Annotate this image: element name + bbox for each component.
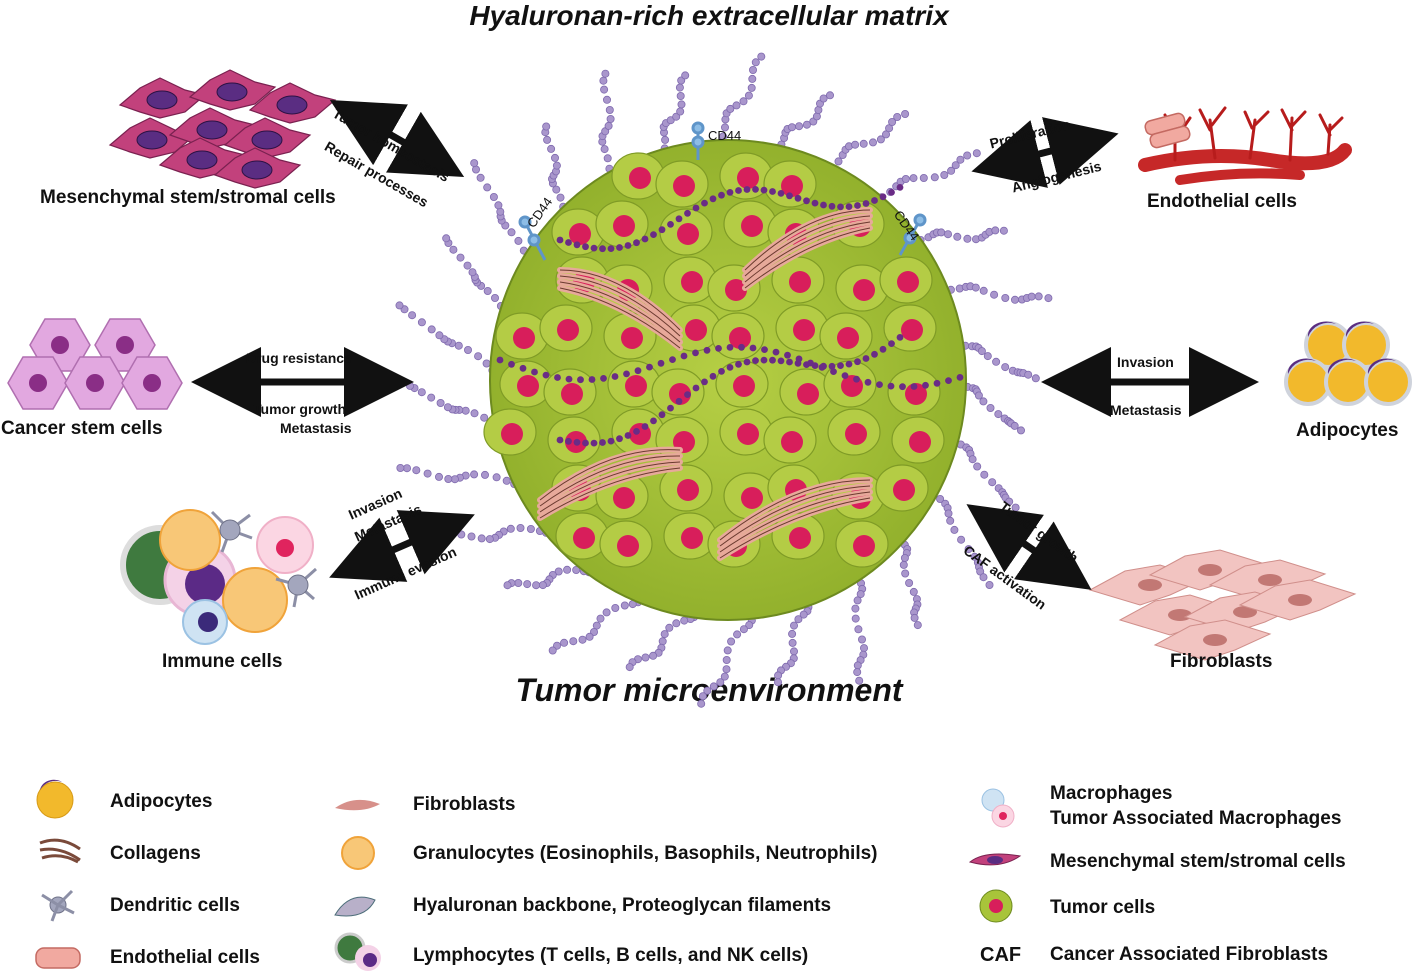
label-msc: Mesenchymal stem/stromal cells	[40, 187, 336, 208]
legend-hyaluronan-backbone: Hyaluronan backbone, Proteoglycan filame…	[413, 895, 832, 916]
endothelial-illustration	[1138, 106, 1352, 185]
label-immune-cells: Immune cells	[162, 651, 283, 672]
label-adipocytes: Adipocytes	[1296, 420, 1399, 441]
arrow-label-drug-resistance: Drug resistance	[246, 350, 352, 366]
legend-granulocytes: Granulocytes (Eosinophils, Basophils, Ne…	[413, 843, 878, 864]
legend-icons	[35, 779, 1022, 971]
cd44-label-top: CD44	[708, 128, 742, 143]
arrow-label-metastasis-adipo: Metastasis	[1110, 402, 1182, 418]
cd44-receptors	[518, 121, 927, 261]
legend-lymphocytes: Lymphocytes (T cells, B cells, and NK ce…	[413, 945, 809, 966]
collagen-bundles	[537, 207, 873, 561]
hyaluronan-strands	[496, 184, 964, 447]
legend-caf-abbr: CAF	[980, 944, 1022, 966]
arrow-label-invasion-adipo: Invasion	[1117, 354, 1174, 370]
label-fibroblasts: Fibroblasts	[1170, 651, 1273, 672]
legend-adipocytes: Adipocytes	[110, 791, 213, 812]
tumor-mass	[483, 139, 967, 621]
fibroblasts-illustration	[1088, 549, 1357, 661]
legend-msc: Mesenchymal stem/stromal cells	[1050, 851, 1346, 872]
label-endothelial: Endothelial cells	[1147, 191, 1297, 212]
legend-fibroblasts: Fibroblasts	[413, 794, 516, 815]
legend-collagens: Collagens	[110, 843, 201, 864]
legend-macrophages: Macrophages	[1050, 783, 1173, 804]
legend-tumor-cells: Tumor cells	[1050, 897, 1156, 918]
arrow-label-tumor-growth-csc: Tumor growth	[253, 401, 347, 417]
figure-title-top: Hyaluronan-rich extracellular matrix	[469, 0, 949, 31]
legend-dendritic-cells: Dendritic cells	[110, 895, 240, 916]
legend-endothelial-cells: Endothelial cells	[110, 947, 260, 968]
msc-illustration	[108, 69, 337, 189]
legend-caf-text: Cancer Associated Fibroblasts	[1050, 944, 1329, 965]
legend-tumor-associated-macrophages: Tumor Associated Macrophages	[1050, 808, 1342, 829]
label-cancer-stem-cells: Cancer stem cells	[1, 418, 163, 439]
arrow-label-metastasis-csc: Metastasis	[280, 420, 352, 436]
immune-cells-illustration	[120, 509, 317, 645]
cancer-stem-cells-illustration	[7, 318, 183, 410]
interaction-arrows	[191, 100, 1259, 590]
adipocytes-illustration	[1284, 321, 1412, 406]
